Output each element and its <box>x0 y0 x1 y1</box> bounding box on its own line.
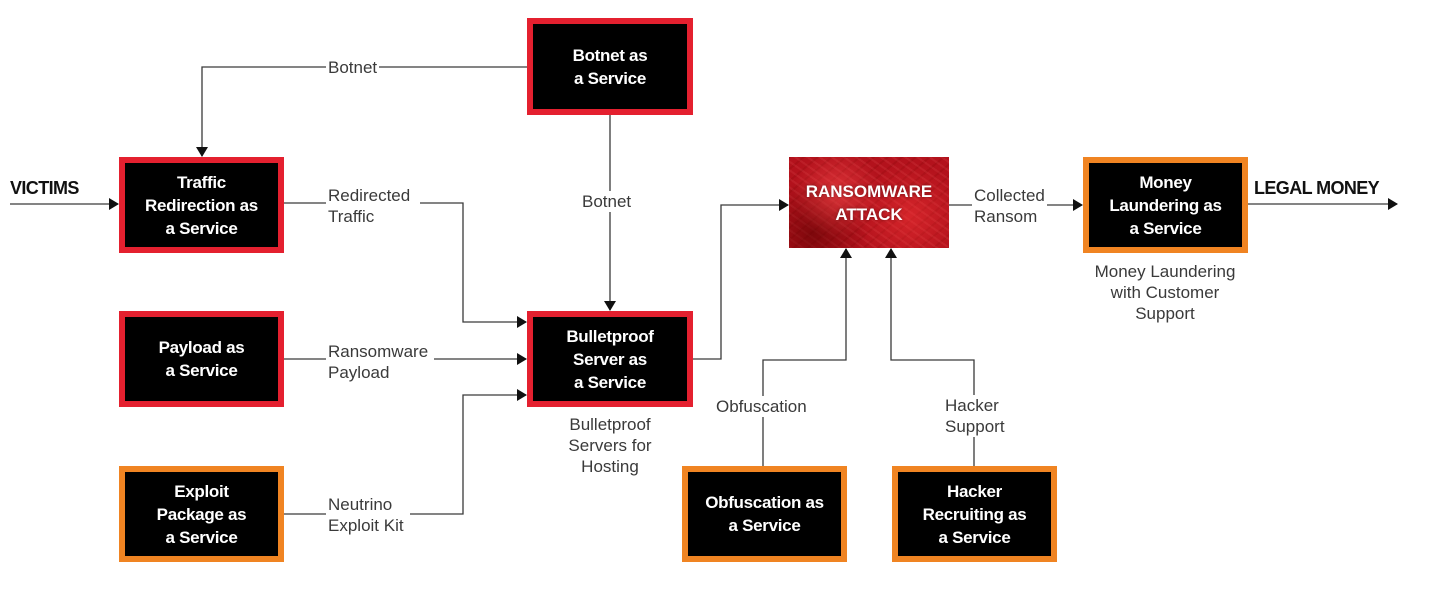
node-label: RANSOMWARE ATTACK <box>805 181 933 224</box>
victims-label: VICTIMS <box>10 178 79 198</box>
node-exploit-package-as-a-service[interactable]: Exploit Package as a Service <box>119 466 284 562</box>
legal-money-label: LEGAL MONEY <box>1254 178 1380 198</box>
edge-label-neutrino-exploit-kit: Neutrino Exploit Kit <box>326 494 410 536</box>
node-hacker-recruiting-as-a-service[interactable]: Hacker Recruiting as a Service <box>892 466 1057 562</box>
edge-label-botnet-vertical: Botnet <box>580 191 634 212</box>
node-label: Payload as a Service <box>158 338 245 380</box>
node-label: Exploit Package as a Service <box>156 481 247 547</box>
edge-label-ransomware-payload: Ransomware Payload <box>326 341 435 383</box>
bulletproof-caption: Bulletproof Servers for Hosting <box>568 415 652 476</box>
edge-botnet-to-traffic <box>196 66 527 157</box>
node-label: Obfuscation as a Service <box>705 493 824 535</box>
edge-bulletproof-to-ransomware <box>693 199 789 360</box>
node-label: Botnet as a Service <box>572 45 648 88</box>
node-label: Traffic Redirection as a Service <box>145 172 258 238</box>
money-laundering-caption: Money Laundering with Customer Support <box>1094 262 1236 323</box>
node-botnet-as-a-service[interactable]: Botnet as a Service <box>527 18 693 115</box>
node-payload-as-a-service[interactable]: Payload as a Service <box>119 311 284 407</box>
edge-label-hacker-support: Hacker Support <box>943 395 1007 437</box>
edge-label-obfuscation: Obfuscation <box>714 396 809 417</box>
node-label: Bulletproof Server as a Service <box>566 326 654 392</box>
node-bulletproof-server-as-a-service[interactable]: Bulletproof Server as a Service <box>527 311 693 407</box>
node-label: Money Laundering as a Service <box>1109 172 1222 238</box>
node-ransomware-attack[interactable]: RANSOMWARE ATTACK <box>789 157 949 248</box>
edge-label-redirected-traffic: Redirected Traffic <box>326 185 421 227</box>
node-money-laundering-as-a-service[interactable]: Money Laundering as a Service <box>1083 157 1248 253</box>
edge-label-collected-ransom: Collected Ransom <box>972 185 1047 227</box>
node-traffic-redirection-as-a-service[interactable]: Traffic Redirection as a Service <box>119 157 284 253</box>
node-label: Hacker Recruiting as a Service <box>922 481 1027 547</box>
node-obfuscation-as-a-service[interactable]: Obfuscation as a Service <box>682 466 847 562</box>
edge-obfuscation-to-ransomware <box>762 248 852 466</box>
edge-label-botnet-top: Botnet <box>326 57 380 78</box>
